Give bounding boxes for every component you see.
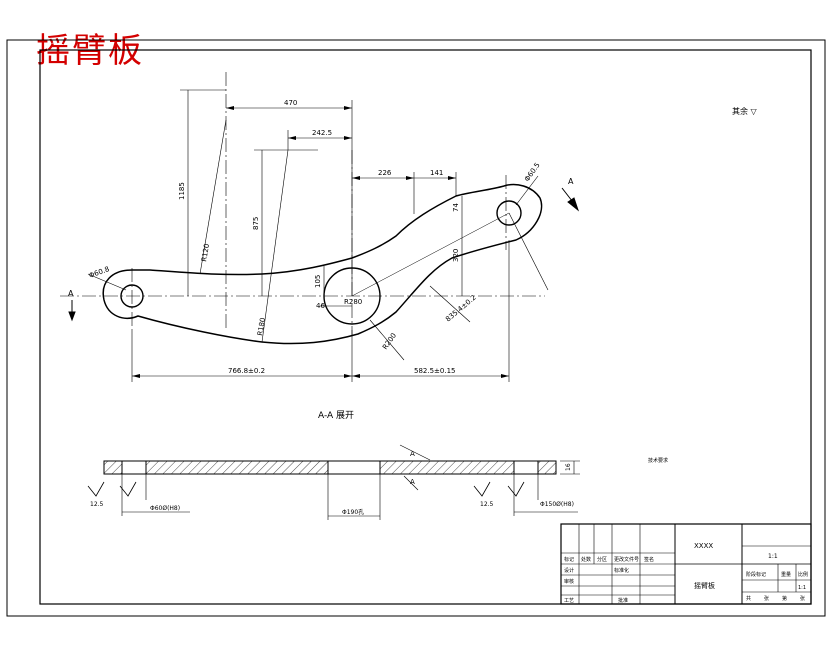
dim-r120: R120: [200, 243, 211, 262]
dim-r200: R200: [381, 332, 398, 352]
section-left-bore: Φ60Ø(H8): [150, 505, 180, 512]
title-block: [560, 523, 812, 605]
section-view: [87, 444, 580, 520]
tb-row-sign: 签名: [644, 556, 654, 563]
section-a-mark: A: [410, 478, 415, 486]
inner-frame: [39, 49, 812, 605]
section-texts: Φ60Ø(H8) Φ190孔 Φ150Ø(H8) 16 12.5 12.5 技术…: [90, 450, 668, 516]
title-block-texts: XXXX 1:1 摇臂板 标记 处数 分区 更改文件号 签名 设计 标准化 审核…: [564, 542, 808, 604]
section-mid-bore: Φ190孔: [342, 508, 364, 516]
tb-ratio-value: 1:1: [798, 585, 806, 591]
dim-r180: R180: [256, 317, 267, 336]
dim-242-5: 242.5: [312, 129, 332, 137]
tb-review: 审核: [564, 578, 574, 585]
section-mark-right: A: [568, 177, 574, 186]
section-note: 技术要求: [648, 457, 668, 464]
dim-320: 320: [452, 249, 460, 262]
section-a-mark-top: A: [410, 450, 415, 458]
tb-weight: 重量: [781, 571, 791, 578]
tb-ratio: 比例: [798, 571, 808, 578]
tb-craft: 工艺: [564, 598, 574, 604]
outer-border: [6, 39, 826, 617]
dim-875: 875: [252, 217, 260, 230]
dimension-lines: [87, 89, 549, 382]
section-mark-left: A: [68, 289, 74, 298]
dim-105: 105: [314, 275, 322, 288]
dim-766: 766.8±0.2: [228, 367, 265, 375]
tb-sheet-2: 张: [764, 595, 769, 602]
tb-drawing-name: 摇臂板: [694, 581, 715, 590]
tb-company: XXXX: [694, 542, 713, 550]
dimension-texts: 470 242.5 226 141 1185 875 R120 R180 74 …: [68, 99, 574, 375]
section-thickness: 16: [565, 463, 572, 471]
left-hole: [120, 284, 144, 308]
tb-sheet-3: 第: [782, 595, 787, 602]
dim-phi-left: Φ60.8: [88, 265, 111, 280]
tb-approve: 批准: [618, 597, 628, 604]
tb-scale-top: 1:1: [768, 553, 778, 560]
section-label: A-A 展开: [318, 410, 354, 421]
dim-582: 582.5±0.15: [414, 367, 456, 375]
tb-row-count: 处数: [581, 556, 591, 563]
plate-contour: [102, 183, 543, 345]
section-marks: [68, 187, 580, 322]
tb-row-mark: 标记: [564, 556, 574, 563]
dim-1185: 1185: [178, 182, 186, 200]
dim-46: 46: [316, 302, 325, 310]
section-rough-right: 12.5: [480, 501, 494, 508]
section-rough-left: 12.5: [90, 501, 104, 508]
dim-226: 226: [378, 169, 392, 177]
tb-row-zone: 分区: [597, 556, 607, 563]
dim-74: 74: [452, 203, 460, 212]
right-hole: [496, 200, 522, 226]
tb-stage: 阶段标记: [746, 571, 766, 578]
tb-std: 标准化: [614, 567, 629, 574]
dim-470: 470: [284, 99, 297, 107]
dim-141: 141: [430, 169, 443, 177]
tb-sheet-4: 张: [800, 595, 805, 602]
dim-835: 835.4±0.2: [444, 294, 478, 324]
tb-sheet-1: 共: [746, 595, 751, 602]
dim-phi-right: Φ60.5: [523, 161, 542, 183]
arrowheads: [132, 106, 509, 378]
roughness-note: 其余 ▽: [732, 106, 758, 116]
section-right-bore: Φ150Ø(H8): [540, 501, 574, 508]
tb-design: 设计: [564, 567, 574, 574]
dim-r280: R280: [344, 298, 362, 306]
tb-row-change: 更改文件号: [614, 556, 639, 563]
